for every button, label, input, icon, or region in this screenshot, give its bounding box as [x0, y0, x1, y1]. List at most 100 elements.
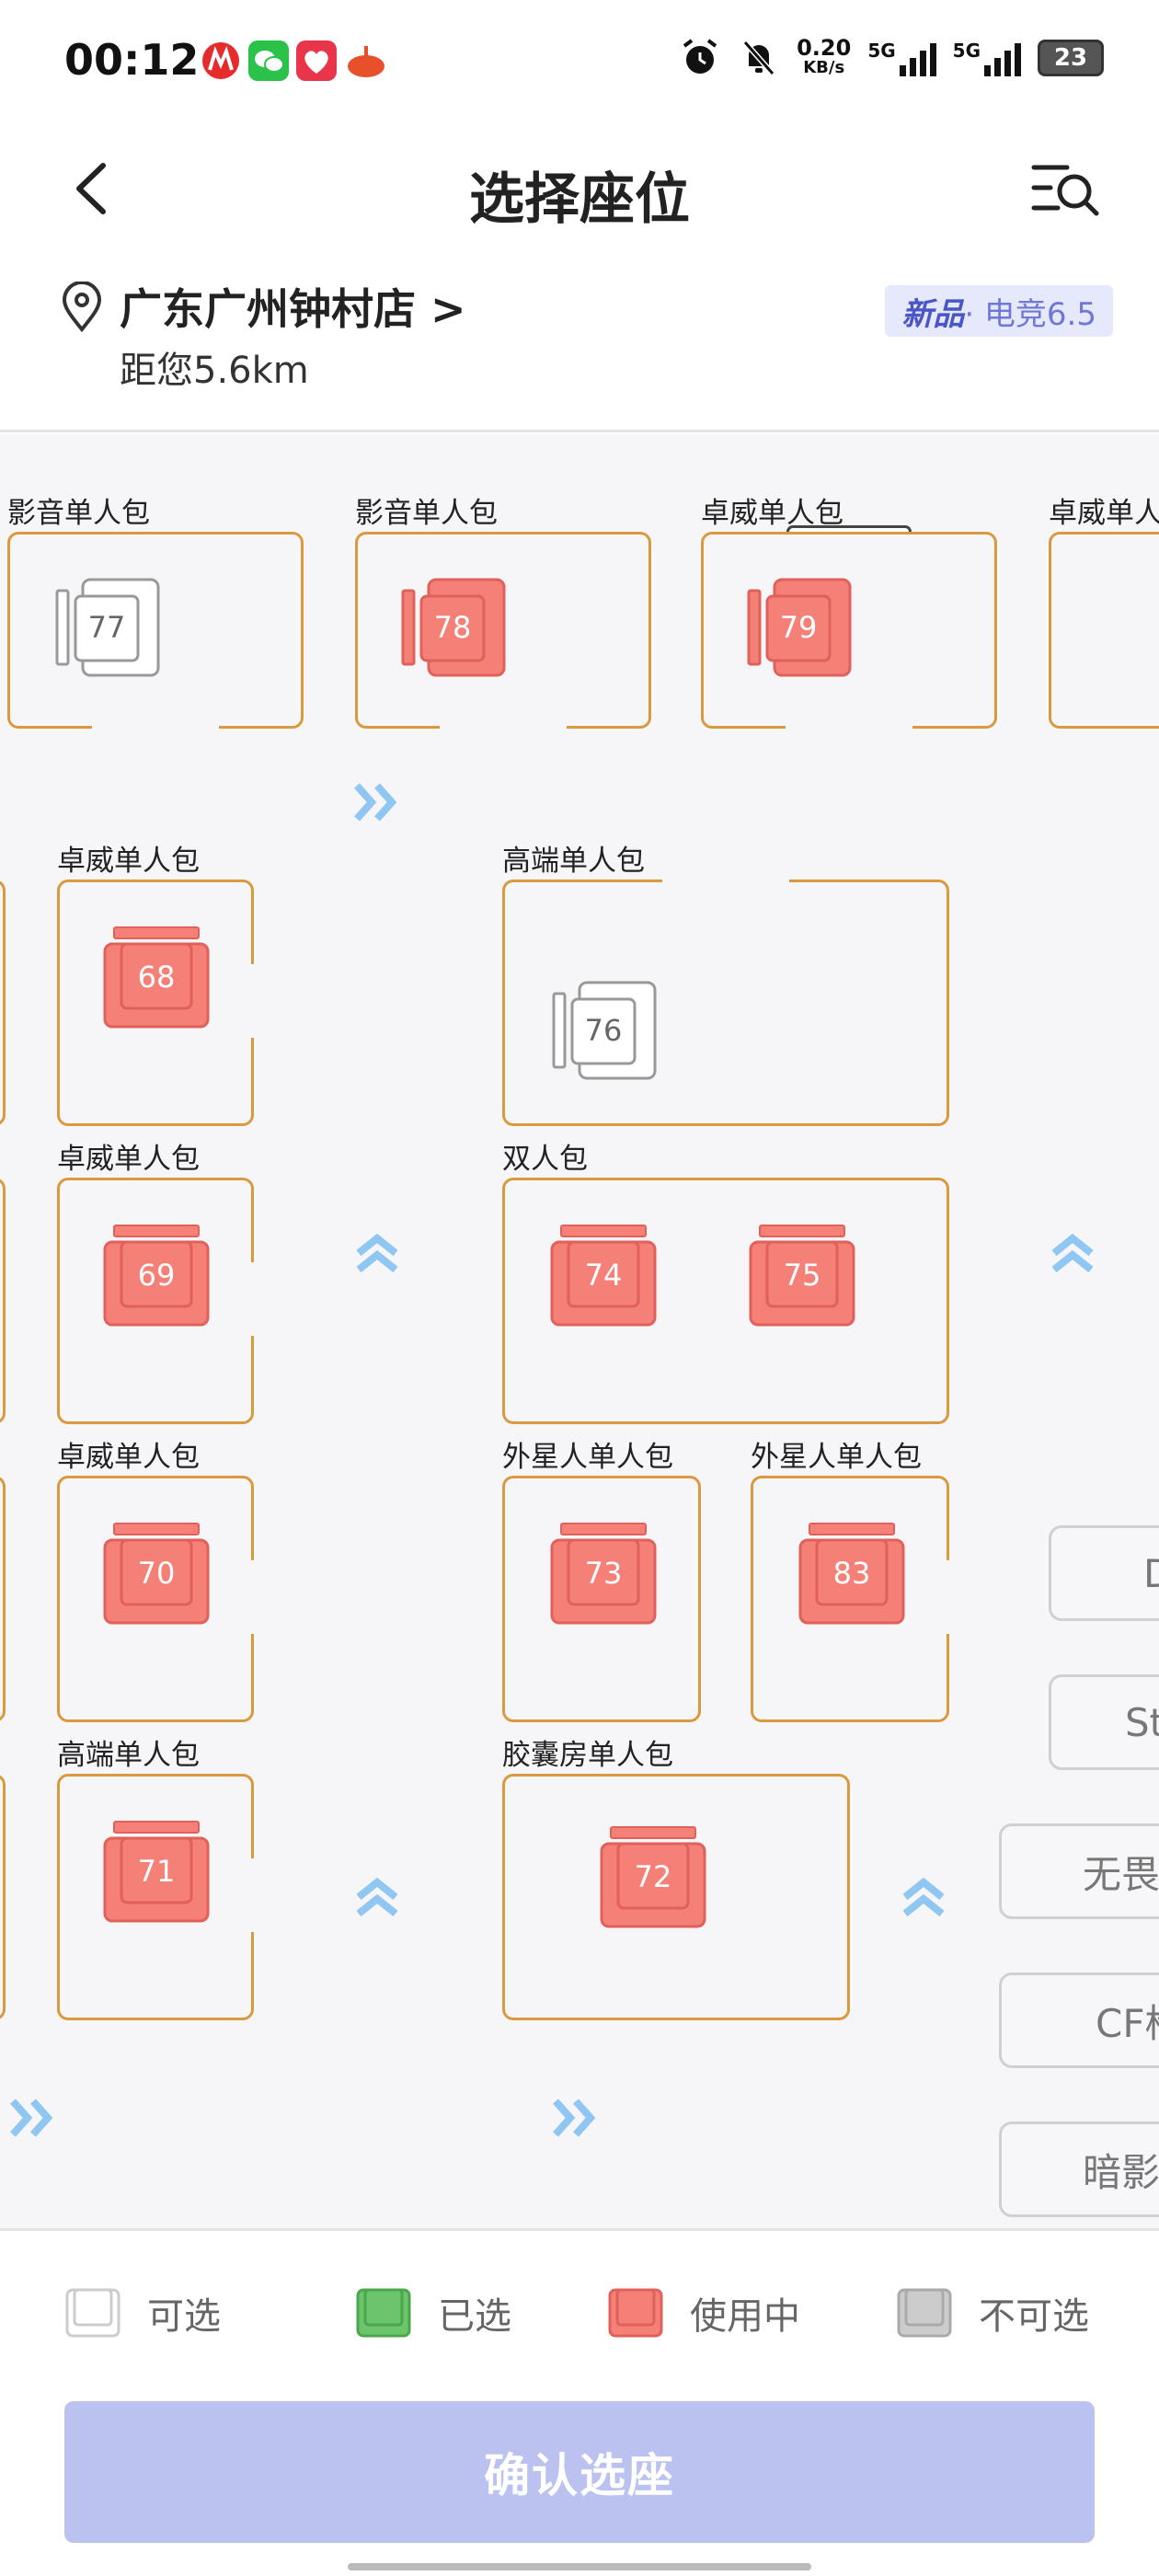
confirm-seat-button[interactable]: 确认选座	[64, 2401, 1095, 2543]
seat[interactable]: 73	[548, 1518, 659, 1628]
legend-label: 可选	[147, 2295, 221, 2338]
armchair-side-icon	[747, 578, 852, 677]
metro-app-icon	[201, 40, 241, 81]
room-box[interactable]	[0, 1476, 6, 1722]
seat[interactable]: 78	[397, 572, 508, 683]
zone-button[interactable]: CF枪	[999, 1972, 1159, 2068]
game-app-icon	[346, 40, 386, 81]
seat-selected-swatch-icon	[356, 2288, 411, 2338]
room-label: 双人包	[502, 1143, 588, 1176]
seat-number: 69	[137, 1258, 176, 1293]
room-label: 外星人单人包	[751, 1441, 922, 1474]
nav-header: 选择座位	[0, 129, 1159, 248]
room-label: 卓威单人包	[57, 1441, 200, 1474]
page-title: 选择座位	[469, 167, 690, 232]
legend-label: 已选	[438, 2295, 511, 2338]
seat[interactable]: 72	[598, 1822, 708, 1932]
room-box[interactable]	[0, 1178, 6, 1424]
armchair-side-icon	[552, 981, 657, 1080]
signal2-icon	[984, 40, 1021, 76]
room-label: 高端单人包	[502, 845, 645, 878]
legend-label: 不可选	[979, 2295, 1089, 2338]
seat-free-swatch-icon	[65, 2288, 120, 2338]
shopping-app-icon	[296, 40, 337, 81]
seat-number: 74	[584, 1258, 623, 1293]
zone-button[interactable]: D	[1049, 1525, 1159, 1621]
version-badge: 新品 · 电竞6.5	[885, 285, 1113, 337]
seat-map[interactable]: 影音单人包 影音单人包 卓威单人包 卓威单人 77 78 79 卓威单人包 高端…	[0, 434, 1159, 2228]
room-box[interactable]	[0, 880, 6, 1126]
store-name[interactable]: 广东广州钟村店 >	[120, 284, 466, 334]
double-chevron-right-icon	[553, 2099, 596, 2137]
seat-number: 83	[832, 1556, 871, 1591]
zone-button[interactable]: 无畏	[999, 1823, 1159, 1919]
legend-item: 不可选	[896, 2286, 1089, 2340]
seat-number: 68	[137, 960, 176, 995]
location-pin-icon	[62, 282, 102, 333]
armchair-front-icon	[550, 1225, 657, 1327]
seat-number: 75	[783, 1258, 821, 1293]
seat-number: 73	[584, 1556, 623, 1591]
wechat-icon	[248, 40, 289, 81]
net-speed: 0.20	[797, 35, 852, 61]
badge-new: 新品	[901, 295, 965, 333]
zone-button[interactable]: 暗影	[999, 2122, 1159, 2217]
seat-in-use-swatch-icon	[608, 2288, 663, 2338]
seat[interactable]: 71	[101, 1816, 212, 1926]
double-chevron-right-icon	[10, 2099, 53, 2137]
seat-number: 76	[584, 1013, 623, 1048]
zone-button[interactable]: St	[1049, 1674, 1159, 1770]
room-label: 胶囊房单人包	[502, 1739, 673, 1772]
status-bar: 00:12 0.20 KB/s 5G 5G 23	[0, 0, 1159, 129]
room-label: 卓威单人包	[57, 1143, 200, 1176]
seat[interactable]: 74	[548, 1220, 659, 1330]
seat[interactable]: 68	[101, 922, 212, 1032]
armchair-front-icon	[798, 1523, 905, 1625]
seat[interactable]: 77	[52, 572, 162, 683]
seat[interactable]: 83	[797, 1518, 907, 1628]
seat-number: 78	[433, 610, 472, 645]
room-label: 影音单人包	[355, 497, 498, 530]
double-chevron-up-icon	[1051, 1233, 1094, 1273]
armchair-front-icon	[103, 1821, 210, 1923]
room-box[interactable]	[1049, 532, 1159, 729]
seat-number: 72	[634, 1859, 672, 1894]
legend-item: 使用中	[607, 2286, 800, 2340]
room-label: 卓威单人	[1049, 497, 1159, 530]
seat[interactable]: 75	[747, 1220, 857, 1330]
store-info[interactable]: 广东广州钟村店 > 距您5.6km 新品 · 电竞6.5	[0, 248, 1159, 432]
armchair-front-icon	[103, 1523, 210, 1625]
seat-unavailable-swatch-icon	[897, 2288, 952, 2338]
seat-number: 79	[779, 610, 818, 645]
room-label: 影音单人包	[7, 497, 150, 530]
seat[interactable]: 76	[548, 975, 659, 1086]
seat[interactable]: 79	[743, 572, 854, 683]
room-label: 卓威单人包	[701, 497, 843, 530]
home-indicator[interactable]	[348, 2563, 811, 2570]
armchair-front-icon	[103, 926, 210, 1029]
seat-legend: 可选 已选 使用中 不可选	[0, 2228, 1159, 2403]
seat-number: 71	[137, 1854, 176, 1889]
legend-item: 可选	[64, 2286, 221, 2340]
legend-item: 已选	[355, 2286, 511, 2340]
room-box[interactable]	[0, 1774, 6, 2020]
armchair-side-icon	[401, 578, 506, 677]
seat-number: 77	[87, 610, 126, 645]
room-label: 卓威单人包	[57, 845, 200, 878]
search-list-button[interactable]	[1030, 160, 1104, 219]
seat[interactable]: 70	[101, 1518, 212, 1628]
clock: 00:12	[64, 35, 200, 85]
battery-icon: 23	[1038, 40, 1104, 76]
chevron-left-icon	[76, 163, 106, 214]
armchair-front-icon	[550, 1523, 657, 1625]
double-chevron-up-icon	[356, 1877, 398, 1917]
signal1-icon	[899, 40, 936, 76]
net-unit: KB/s	[803, 58, 845, 77]
back-button[interactable]	[64, 156, 120, 221]
armchair-front-icon	[103, 1225, 210, 1327]
double-chevron-up-icon	[902, 1877, 945, 1917]
double-chevron-right-icon	[354, 783, 397, 822]
sim1-label: 5G	[867, 40, 896, 62]
seat[interactable]: 69	[101, 1220, 212, 1330]
status-icons: 0.20 KB/s 5G 5G 23	[679, 37, 1104, 79]
